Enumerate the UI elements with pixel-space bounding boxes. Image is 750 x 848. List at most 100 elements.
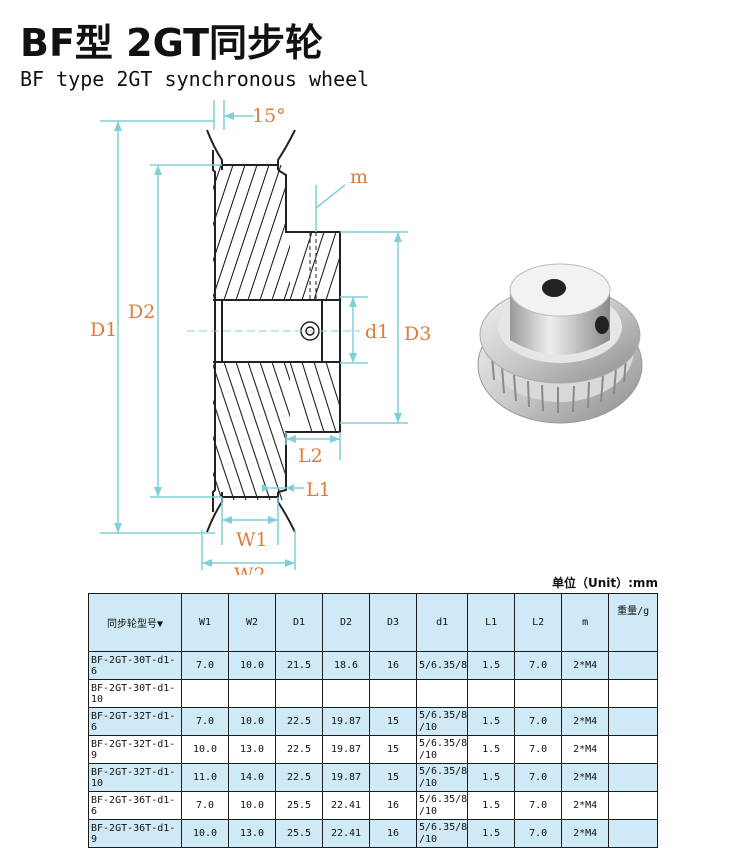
table-row: BF-2GT-30T-d1-10 <box>88 679 659 708</box>
cell-l2: 7.0 <box>514 763 563 792</box>
cell-l1: 1.5 <box>467 763 516 792</box>
spec-table: 同步轮型号▼ W1 W2 D1 D2 D3 d1 L1 L2 m 重量/g BF… <box>88 593 659 848</box>
cell-bore: 5/6.35/8 /10 <box>415 707 469 736</box>
table-row: BF-2GT-32T-d1-6 7.0 10.0 22.5 19.87 15 5… <box>88 707 659 736</box>
label-L1: L1 <box>306 479 331 501</box>
pulley-cross-section-drawing: 15° m D1 D2 d1 D3 L2 L1 W1 W2 <box>90 100 431 575</box>
cell-w1: 10.0 <box>181 819 229 848</box>
cell-weight <box>608 763 659 792</box>
cell-w2: 13.0 <box>228 819 276 848</box>
header-d3: D3 <box>369 593 417 652</box>
cell-d2: 22.41 <box>322 791 370 820</box>
cell-weight <box>608 791 659 820</box>
cell-l1: 1.5 <box>467 819 516 848</box>
aluminum-pulley-photo <box>477 263 643 424</box>
cell-model: BF-2GT-30T-d1-6 <box>88 651 182 680</box>
cell-w2: 10.0 <box>228 707 276 736</box>
cell-bore: 5/6.35/8 <box>415 651 469 680</box>
unit-label: 单位（Unit）:mm <box>552 576 658 590</box>
page-subtitle: BF type 2GT synchronous wheel <box>20 67 370 91</box>
cell-model: BF-2GT-32T-d1-9 <box>88 735 182 764</box>
cell-weight <box>608 651 659 680</box>
cell-bore <box>415 679 469 708</box>
cell-d1-outer: 22.5 <box>275 735 323 764</box>
cell-m: 2*M4 <box>561 707 610 736</box>
cell-model: BF-2GT-32T-d1-10 <box>88 763 182 792</box>
label-d1: d1 <box>365 321 389 343</box>
cell-model: BF-2GT-32T-d1-6 <box>88 707 182 736</box>
table-row: BF-2GT-36T-d1-9 10.0 13.0 25.5 22.41 16 … <box>88 819 659 848</box>
cell-w2: 10.0 <box>228 651 276 680</box>
set-screw-hole <box>300 232 320 341</box>
cell-d1-outer: 22.5 <box>275 707 323 736</box>
cell-l2: 7.0 <box>514 819 563 848</box>
cell-d1-outer: 25.5 <box>275 791 323 820</box>
cell-m <box>561 679 610 708</box>
cell-l2: 7.0 <box>514 707 563 736</box>
header-m: m <box>561 593 610 652</box>
cell-l2: 7.0 <box>514 735 563 764</box>
cell-d3: 15 <box>369 735 417 764</box>
cell-d2: 18.6 <box>322 651 370 680</box>
cell-m: 2*M4 <box>561 735 610 764</box>
cell-m: 2*M4 <box>561 651 610 680</box>
cell-d2: 19.87 <box>322 763 370 792</box>
cell-w2: 13.0 <box>228 735 276 764</box>
cell-l1: 1.5 <box>467 791 516 820</box>
cell-l1: 1.5 <box>467 651 516 680</box>
cell-bore: 5/6.35/8 /10 <box>415 819 469 848</box>
table-row: BF-2GT-32T-d1-10 11.0 14.0 22.5 19.87 15… <box>88 763 659 792</box>
cell-d3 <box>369 679 417 708</box>
header-l1: L1 <box>467 593 516 652</box>
cell-d3: 15 <box>369 707 417 736</box>
page-title: BF型 2GT同步轮 <box>20 21 324 65</box>
cell-d2: 19.87 <box>322 707 370 736</box>
cell-l1: 1.5 <box>467 735 516 764</box>
cell-bore: 5/6.35/8 /10 <box>415 791 469 820</box>
label-D2: D2 <box>128 301 155 323</box>
label-L2: L2 <box>298 445 323 467</box>
cell-d3: 16 <box>369 651 417 680</box>
label-D3: D3 <box>404 323 431 345</box>
cell-w2: 10.0 <box>228 791 276 820</box>
table-row: BF-2GT-36T-d1-6 7.0 10.0 25.5 22.41 16 5… <box>88 791 659 820</box>
cell-l1: 1.5 <box>467 707 516 736</box>
header-model: 同步轮型号▼ <box>88 593 182 652</box>
cell-weight <box>608 819 659 848</box>
header-d2: D2 <box>322 593 370 652</box>
cell-w2: 14.0 <box>228 763 276 792</box>
cell-d2: 19.87 <box>322 735 370 764</box>
table-row: BF-2GT-30T-d1-6 7.0 10.0 21.5 18.6 16 5/… <box>88 651 659 680</box>
cell-d1-outer: 22.5 <box>275 763 323 792</box>
table-row: BF-2GT-32T-d1-9 10.0 13.0 22.5 19.87 15 … <box>88 735 659 764</box>
cell-d1-outer: 25.5 <box>275 819 323 848</box>
cell-m: 2*M4 <box>561 819 610 848</box>
cell-w1: 7.0 <box>181 707 229 736</box>
cell-m: 2*M4 <box>561 763 610 792</box>
dimension-arrows <box>114 112 402 567</box>
cell-model: BF-2GT-30T-d1-10 <box>88 679 182 708</box>
header-l2: L2 <box>514 593 563 652</box>
cell-d3: 15 <box>369 763 417 792</box>
header-bore: d1 <box>415 593 469 652</box>
header-w2: W2 <box>228 593 276 652</box>
cell-weight <box>608 707 659 736</box>
cell-w1: 7.0 <box>181 791 229 820</box>
cell-w1: 11.0 <box>181 763 229 792</box>
label-m: m <box>350 166 368 188</box>
cell-model: BF-2GT-36T-d1-6 <box>88 791 182 820</box>
header-d1-outer: D1 <box>275 593 323 652</box>
cell-w2 <box>228 679 276 708</box>
cell-l2: 7.0 <box>514 651 563 680</box>
cell-d2: 22.41 <box>322 819 370 848</box>
dimension-lines <box>100 100 408 570</box>
label-W1: W1 <box>236 529 268 551</box>
cell-w1 <box>181 679 229 708</box>
cell-d3: 16 <box>369 791 417 820</box>
cell-bore: 5/6.35/8 /10 <box>415 735 469 764</box>
label-angle: 15° <box>252 105 286 127</box>
cell-model: BF-2GT-36T-d1-9 <box>88 819 182 848</box>
table-header-row: 同步轮型号▼ W1 W2 D1 D2 D3 d1 L1 L2 m 重量/g <box>88 593 659 652</box>
cell-l2 <box>514 679 563 708</box>
cell-d1-outer: 21.5 <box>275 651 323 680</box>
